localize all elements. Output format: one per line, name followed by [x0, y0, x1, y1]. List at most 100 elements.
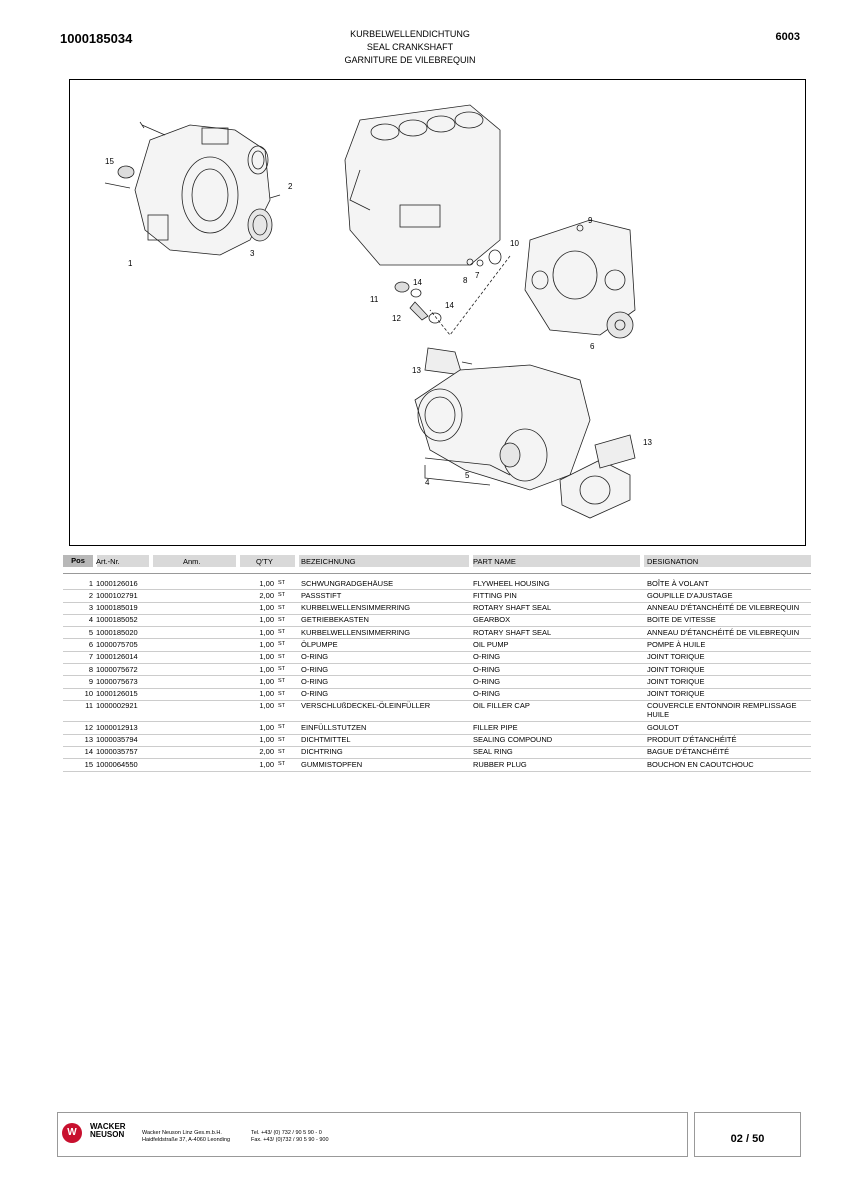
row-unit: ST	[278, 641, 286, 648]
row-pos: 12	[84, 722, 93, 732]
row-art-nr: 1000075705	[96, 639, 138, 649]
title-french: GARNITURE DE VILEBREQUIN	[344, 55, 476, 65]
row-art-nr: 1000012913	[96, 722, 138, 732]
row-bezeichnung: O-RING	[301, 676, 329, 686]
row-unit: ST	[278, 666, 286, 673]
callout-label: 6	[590, 342, 595, 351]
document-number: 1000185034	[60, 31, 133, 46]
row-unit: ST	[278, 604, 286, 611]
callout-label: 3	[250, 249, 255, 258]
row-qty: 1,00	[259, 722, 274, 732]
callout-label: 11	[370, 295, 379, 304]
row-pos: 4	[88, 615, 93, 625]
callout-label: 9	[588, 216, 593, 225]
row-designation: BOÎTE À VOLANT	[647, 578, 709, 588]
group-number: 6003	[775, 31, 800, 43]
row-bezeichnung: KURBELWELLENSIMMERRING	[301, 627, 411, 637]
row-part-name: ROTARY SHAFT SEAL	[473, 603, 552, 613]
row-bezeichnung: PASSSTIFT	[301, 590, 342, 600]
row-qty: 1,00	[259, 664, 274, 674]
col-header-anm: Anm.	[183, 557, 201, 566]
col-header-qty: Q'TY	[256, 557, 273, 566]
row-pos: 13	[84, 735, 93, 745]
row-part-name: FLYWHEEL HOUSING	[473, 578, 550, 588]
title-german: KURBELWELLENDICHTUNG	[350, 29, 470, 39]
row-unit: ST	[278, 653, 286, 660]
row-designation: ANNEAU D'ÉTANCHÉITÉ DE VILEBREQUIN	[647, 603, 800, 613]
row-pos: 10	[84, 689, 93, 699]
row-designation: BOUCHON EN CAOUTCHOUC	[647, 759, 754, 769]
row-part-name: OIL FILLER CAP	[473, 701, 530, 711]
row-art-nr: 1000035757	[96, 747, 138, 757]
row-art-nr: 1000185052	[96, 615, 138, 625]
row-pos: 7	[88, 652, 93, 662]
row-unit: ST	[278, 616, 286, 623]
title-english: SEAL CRANKSHAFT	[366, 42, 454, 52]
row-bezeichnung: GETRIEBEKASTEN	[301, 615, 369, 625]
callout-label: 13	[643, 438, 652, 447]
row-art-nr: 1000035794	[96, 735, 138, 745]
row-qty: 1,00	[259, 689, 274, 699]
row-qty: 1,00	[259, 627, 274, 637]
row-qty: 2,00	[259, 590, 274, 600]
row-part-name: O-RING	[473, 676, 501, 686]
row-art-nr: 1000185019	[96, 603, 138, 613]
col-header-part-name: PART NAME	[473, 557, 516, 566]
row-qty: 1,00	[259, 578, 274, 588]
page-title: KURBELWELLENDICHTUNG SEAL CRANKSHAFT GAR…	[250, 28, 570, 67]
row-designation: PRODUIT D'ÉTANCHÉITÉ	[647, 735, 737, 745]
callout-label: 2	[288, 182, 293, 191]
row-unit: ST	[278, 629, 286, 636]
row-qty: 1,00	[259, 603, 274, 613]
row-part-name: SEALING COMPOUND	[473, 735, 553, 745]
row-art-nr: 1000126015	[96, 689, 138, 699]
col-header-designation: DESIGNATION	[647, 557, 699, 566]
row-unit: ST	[278, 748, 286, 755]
callout-label: 10	[510, 239, 519, 248]
row-pos: 11	[85, 701, 93, 711]
table-header: Pos Art.-Nr. Anm. Q'TY BEZEICHNUNG PART …	[63, 555, 811, 567]
brand-name: WACKER NEUSON	[90, 1122, 126, 1139]
row-unit: ST	[278, 690, 286, 697]
row-bezeichnung: VERSCHLUßDECKEL-ÖLEINFÜLLER	[301, 701, 431, 711]
row-designation: ANNEAU D'ÉTANCHÉITÉ DE VILEBREQUIN	[647, 627, 800, 637]
row-pos: 1	[88, 578, 93, 588]
row-part-name: OIL PUMP	[473, 639, 509, 649]
callout-label: 4	[425, 478, 430, 487]
row-unit: ST	[278, 736, 286, 743]
row-part-name: FITTING PIN	[473, 590, 517, 600]
row-bezeichnung: GUMMISTOPFEN	[301, 759, 363, 769]
row-bezeichnung: DICHTMITTEL	[301, 735, 351, 745]
row-part-name: GEARBOX	[473, 615, 511, 625]
row-designation: JOINT TORIQUE	[647, 689, 705, 699]
callout-label: 15	[105, 157, 114, 166]
callout-label: 7	[475, 271, 480, 280]
row-qty: 1,00	[259, 759, 274, 769]
row-pos: 8	[88, 664, 93, 674]
row-designation: POMPE À HUILE	[647, 639, 706, 649]
row-designation: JOINT TORIQUE	[647, 652, 705, 662]
callout-label: 13	[412, 366, 421, 375]
row-bezeichnung: EINFÜLLSTUTZEN	[301, 722, 367, 732]
row-bezeichnung: ÖLPUMPE	[301, 639, 338, 649]
row-bezeichnung: O-RING	[301, 689, 329, 699]
row-qty: 2,00	[259, 747, 274, 757]
callout-label: 14	[445, 301, 454, 310]
row-qty: 1,00	[259, 615, 274, 625]
callout-label: 5	[465, 471, 470, 480]
row-bezeichnung: DICHTRING	[301, 747, 343, 757]
row-designation: BAGUE D'ÉTANCHÉITÉ	[647, 747, 730, 757]
row-art-nr: 1000126014	[96, 652, 138, 662]
row-unit: ST	[278, 678, 286, 685]
callout-label: 1	[128, 259, 133, 268]
